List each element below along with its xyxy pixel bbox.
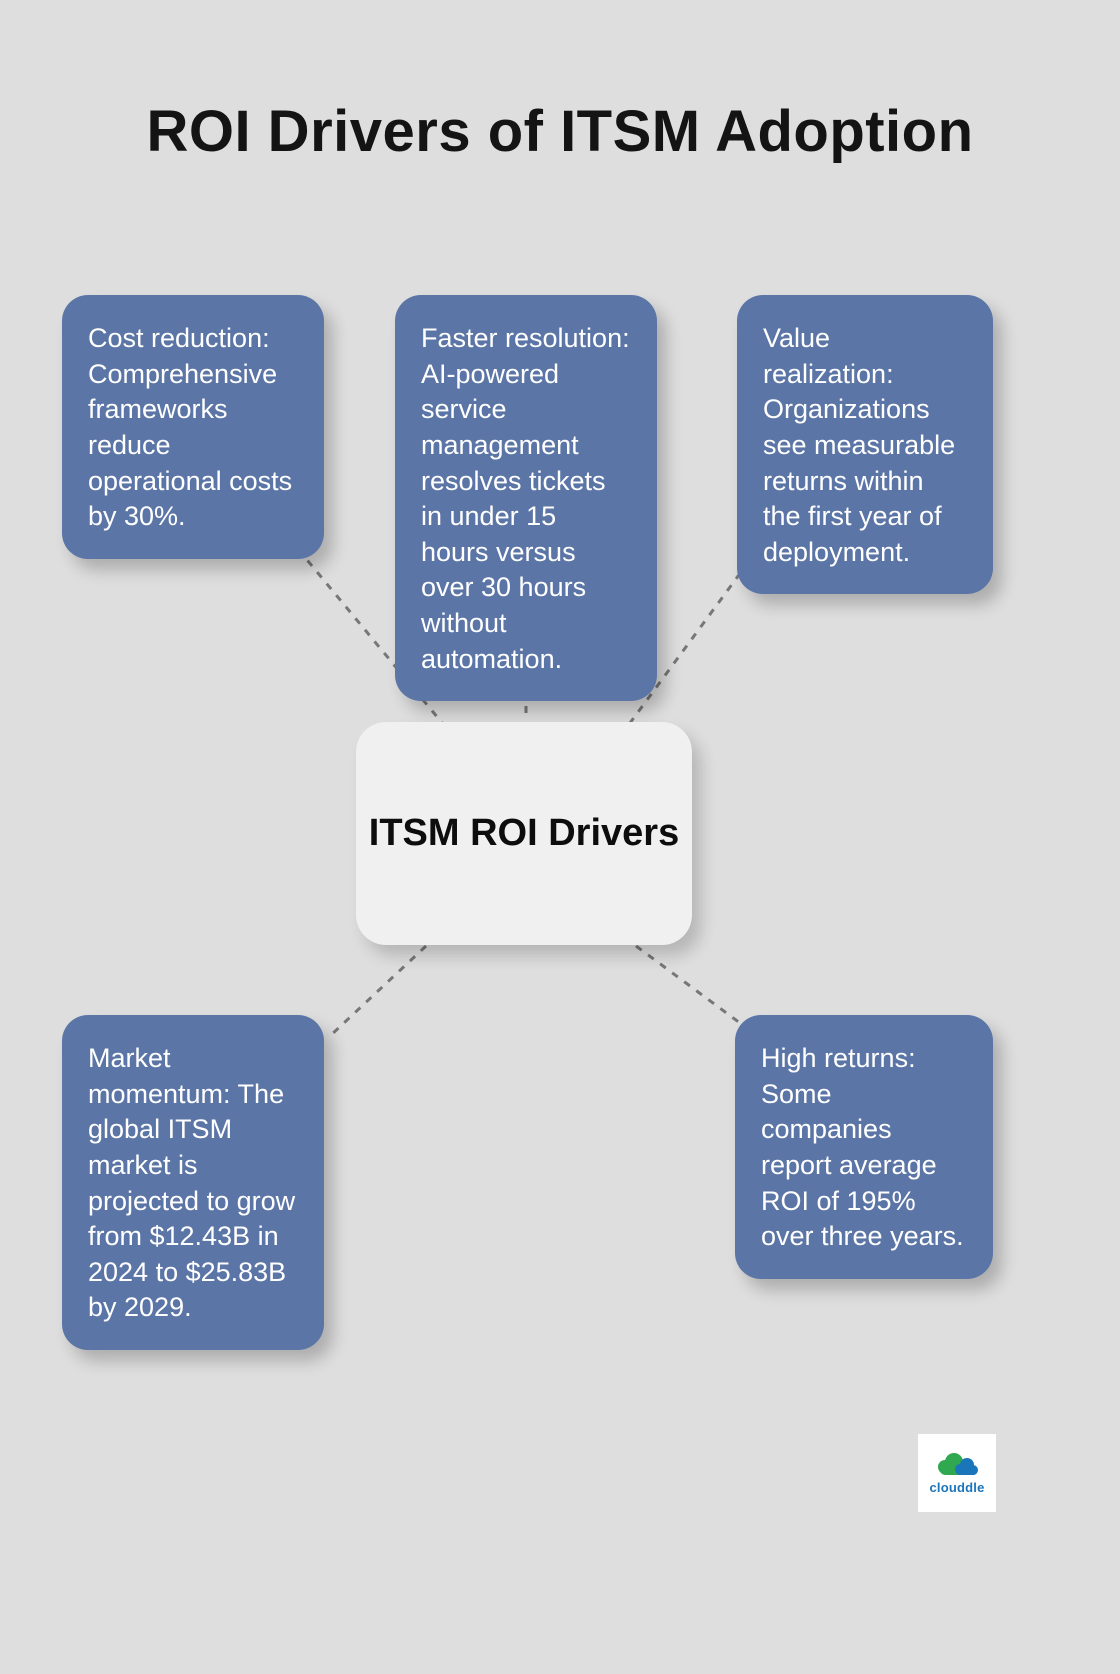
node-market-momentum: Market momentum: The global ITSM market … bbox=[62, 1015, 324, 1350]
node-value-realization: Value realization: Organizations see mea… bbox=[737, 295, 993, 595]
connector-market-momentum bbox=[328, 944, 428, 1038]
center-node: ITSM ROI Drivers bbox=[356, 722, 692, 945]
node-market-momentum-text: Market momentum: The global ITSM market … bbox=[88, 1043, 296, 1323]
node-faster-resolution: Faster resolution: AI-powered service ma… bbox=[395, 295, 657, 702]
node-high-returns-text: High returns: Some companies report aver… bbox=[761, 1043, 964, 1252]
node-faster-resolution-text: Faster resolution: AI-powered service ma… bbox=[421, 323, 630, 674]
node-value-realization-text: Value realization: Organizations see mea… bbox=[763, 323, 956, 567]
node-high-returns: High returns: Some companies report aver… bbox=[735, 1015, 993, 1279]
center-node-label: ITSM ROI Drivers bbox=[368, 812, 680, 854]
connector-high-returns bbox=[635, 944, 741, 1025]
node-cost-reduction: Cost reduction: Comprehensive frameworks… bbox=[62, 295, 324, 559]
brand-name: clouddle bbox=[929, 1479, 985, 1495]
page-title: ROI Drivers of ITSM Adoption bbox=[146, 99, 974, 164]
brand-logo: clouddle bbox=[918, 1434, 996, 1512]
node-cost-reduction-text: Cost reduction: Comprehensive frameworks… bbox=[88, 323, 293, 532]
cloud-icon bbox=[938, 1452, 978, 1475]
